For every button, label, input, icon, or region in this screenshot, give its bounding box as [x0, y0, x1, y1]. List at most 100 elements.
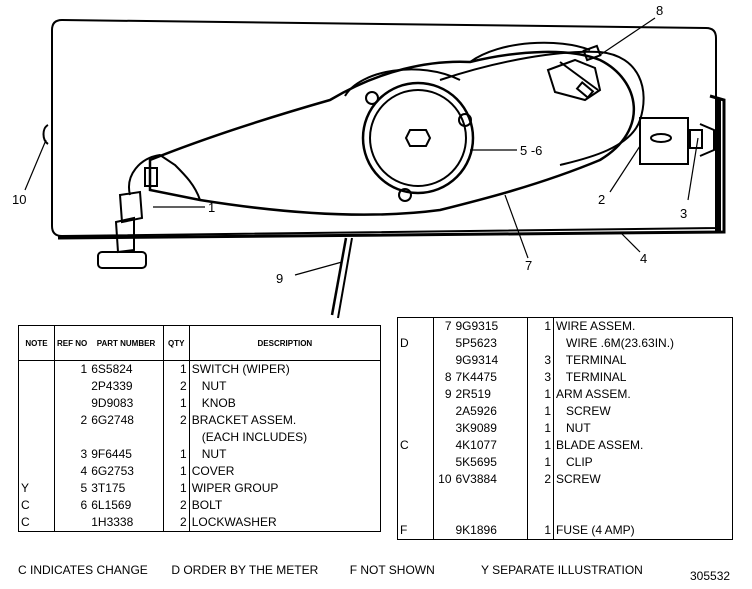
ref-cell — [55, 514, 90, 532]
description-cell: SWITCH (WIPER) — [191, 362, 290, 376]
qty-cell: 1 — [163, 395, 190, 412]
callout-5-6: 5 -6 — [520, 143, 542, 158]
ref-cell: 10 — [438, 472, 452, 486]
qty-cell: 3 — [527, 352, 554, 369]
description-cell: WIRE .6M(23.63IN.) — [556, 336, 675, 350]
qty-cell: 1 — [527, 522, 554, 540]
qty-cell: 1 — [163, 463, 190, 480]
note-cell — [397, 352, 434, 369]
note-cell — [397, 403, 434, 420]
description-cell: SCREW — [556, 404, 611, 418]
part-number-cell: 5P5623 — [453, 335, 528, 352]
description-cell: BOLT — [191, 498, 223, 512]
description-cell: FUSE (4 AMP) — [556, 523, 635, 537]
ref-cell: 3 — [80, 447, 88, 461]
ref-cell: 8 — [444, 370, 452, 384]
ref-cell: 2 — [80, 413, 88, 427]
table-row: (EACH INCLUDES) — [18, 429, 381, 446]
note-cell — [397, 488, 434, 505]
part-number-cell: 2R519 — [453, 386, 528, 403]
ref-cell — [434, 335, 454, 352]
note-cell — [397, 471, 434, 488]
note-cell — [18, 395, 55, 412]
description-cell — [554, 488, 733, 505]
part-number-cell: 1H3338 — [89, 514, 164, 532]
bracket — [639, 117, 689, 165]
legend-y: Y SEPARATE ILLUSTRATION — [481, 563, 643, 577]
description-cell: BRACKET ASSEM. — [191, 413, 297, 427]
part-number-cell — [453, 488, 528, 505]
description-cell: TERMINAL — [556, 370, 627, 384]
note-cell — [18, 463, 55, 480]
part-number-cell: 3T175 — [89, 480, 164, 497]
callout-2: 2 — [598, 192, 605, 207]
note-cell — [397, 369, 434, 386]
qty-cell: 2 — [163, 497, 190, 514]
qty-cell — [163, 429, 190, 446]
description-cell: KNOB — [191, 396, 236, 410]
qty-cell: 1 — [163, 360, 190, 378]
ref-cell: 5 — [80, 481, 88, 495]
wiper-assembly-diagram: 1 2 3 4 5 -6 7 8 9 10 — [12, 3, 726, 319]
description-cell: LOCKWASHER — [191, 515, 277, 529]
note-cell: D — [397, 335, 434, 352]
header-note: NOTE — [18, 325, 55, 361]
callout-3: 3 — [680, 206, 687, 221]
part-number-cell: 6L1569 — [89, 497, 164, 514]
table-row — [397, 505, 733, 522]
part-number-cell: 9F6445 — [89, 446, 164, 463]
switch-wiper — [128, 153, 201, 201]
part-number-cell: 9K1896 — [453, 522, 528, 540]
ref-cell — [434, 420, 454, 437]
description-cell: WIPER GROUP — [191, 481, 279, 495]
part-number-cell: 6G2748 — [89, 412, 164, 429]
description-cell: NUT — [191, 379, 227, 393]
motor-housing — [361, 81, 475, 195]
qty-cell — [527, 505, 554, 522]
document-number: 305532 — [690, 569, 731, 583]
qty-cell: 3 — [527, 369, 554, 386]
part-number-cell: 5K5695 — [453, 454, 528, 471]
ref-cell — [434, 488, 454, 505]
part-number-cell: 6S5824 — [89, 360, 164, 378]
note-cell — [397, 505, 434, 522]
callout-7: 7 — [525, 258, 532, 273]
callout-8: 8 — [656, 3, 663, 18]
header-qty: QTY — [163, 325, 190, 361]
table-header: NOTE REF NO PART NUMBER QTY DESCRIPTION — [18, 325, 381, 361]
qty-cell: 2 — [163, 514, 190, 532]
qty-cell: 2 — [163, 412, 190, 429]
wiper-group-body — [148, 50, 636, 216]
note-cell — [18, 429, 55, 446]
qty-cell: 2 — [527, 471, 554, 488]
description-cell: TERMINAL — [556, 353, 627, 367]
description-cell — [554, 505, 733, 522]
callout-4: 4 — [640, 251, 647, 266]
qty-cell: 1 — [527, 437, 554, 454]
ref-cell: 9 — [444, 387, 452, 401]
part-number-cell: 7K4475 — [453, 369, 528, 386]
note-cell — [18, 378, 55, 395]
qty-cell: 1 — [527, 317, 554, 335]
legend-d: D ORDER BY THE METER — [171, 563, 319, 577]
callout-9: 9 — [276, 271, 283, 286]
legend-c: C INDICATES CHANGE — [18, 563, 148, 577]
knob — [97, 251, 147, 269]
qty-cell: 1 — [527, 454, 554, 471]
ref-cell: 6 — [80, 498, 88, 512]
parts-table-left: NOTE REF NO PART NUMBER QTY DESCRIPTION … — [18, 325, 381, 532]
note-cell: C — [18, 497, 55, 514]
legend-f: F NOT SHOWN — [349, 563, 435, 577]
part-number-cell: 2A5926 — [453, 403, 528, 420]
